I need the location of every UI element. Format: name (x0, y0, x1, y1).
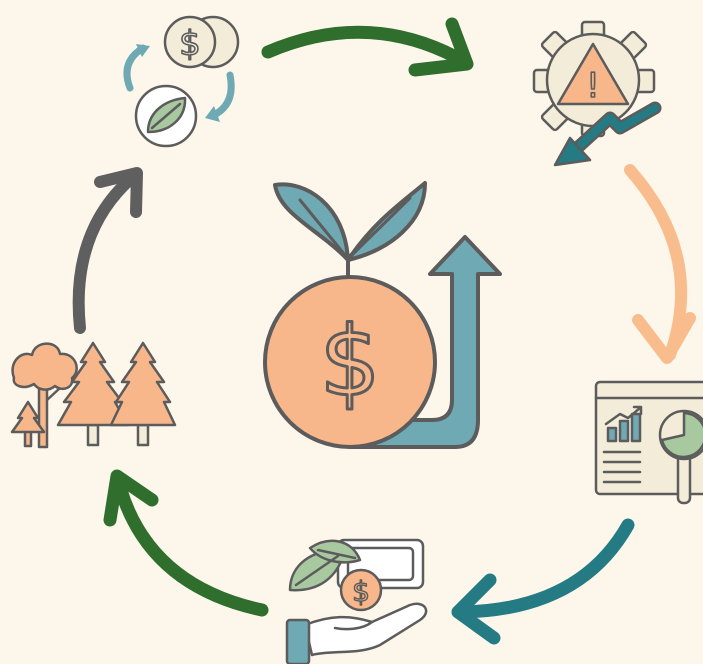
arrow-investment-to-forest (103, 469, 269, 617)
money-leaf-exchange-icon: $ (123, 15, 240, 148)
arrow-risk-to-analytics (624, 164, 696, 364)
arrow-exchange-to-risk (261, 17, 474, 77)
investment-dollar-glyph: $ (352, 575, 370, 608)
exchange-dollar-glyph: $ (179, 24, 201, 64)
dashboard-chart-magnifier-icon (594, 380, 703, 505)
warning-gear-down-icon: ! (532, 20, 662, 167)
money-growth-plant-icon: $ (263, 181, 502, 449)
forest-trees-icon (10, 341, 177, 449)
hand-holding-money-icon: $ (285, 538, 428, 664)
center-dollar-glyph: $ (319, 306, 380, 418)
cycle-arrows (72, 17, 696, 645)
risk-exclamation-glyph: ! (586, 66, 600, 106)
arrow-analytics-to-investment (451, 518, 635, 645)
arrow-forest-to-exchange (72, 167, 143, 334)
